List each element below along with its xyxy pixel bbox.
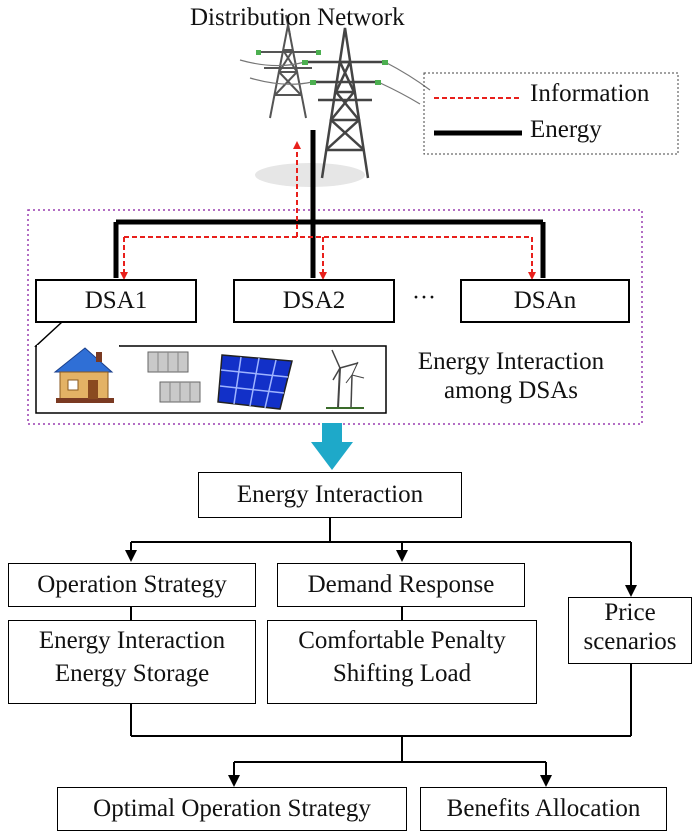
demand-response-line2: Shifting Load [332,659,472,687]
demand-response-detail-box: Comfortable Penalty Shifting Load [267,620,537,704]
page-title: Distribution Network [190,4,405,31]
energy-bus [113,130,546,278]
demand-response-box: Demand Response [277,563,525,607]
dsa-box-n: DSAn [460,279,630,323]
dsa-box-2: DSA2 [233,279,395,323]
information-lines [120,141,536,280]
house-icon [53,347,114,403]
dsa-group-caption: Energy Interaction among DSAs [392,348,630,406]
demand-response-label: Demand Response [307,571,495,598]
legend-box [423,72,679,155]
optimal-operation-strategy-label: Optimal Operation Strategy [93,795,371,822]
battery-icon [147,351,201,403]
benefits-allocation-label: Benefits Allocation [446,795,641,822]
dsa-group-caption-line2: among DSAs [443,376,579,404]
energy-interaction-label: Energy Interaction [236,481,424,508]
dsa-group-caption-line1: Energy Interaction [417,348,605,375]
wind-turbine-icon [326,349,365,409]
dsa-box-1: DSA1 [35,279,197,323]
legend-energy-label: Energy [530,116,602,143]
operation-strategy-detail-box: Energy Interaction Energy Storage [8,620,256,704]
solar-panel-icon [217,354,293,410]
operation-strategy-line2: Energy Storage [54,659,210,687]
operation-strategy-box: Operation Strategy [8,563,256,607]
transition-arrow [311,423,353,470]
legend-information-label: Information [530,80,650,107]
transmission-tower-icon [239,14,431,187]
operation-strategy-line1: Energy Interaction [38,627,226,654]
operation-strategy-label: Operation Strategy [37,571,227,598]
dsa1-callout [34,321,120,347]
dsa-ellipsis: ··· [412,285,436,311]
energy-interaction-box: Energy Interaction [198,472,462,518]
price-scenarios-line2: scenarios [583,627,677,655]
dsa-box-2-label: DSA2 [282,287,346,314]
price-scenarios-box: Price scenarios [568,597,692,664]
flow-connectors [125,518,637,787]
dsa-box-n-label: DSAn [513,287,577,314]
benefits-allocation-box: Benefits Allocation [420,787,667,831]
price-scenarios-line1: Price [604,599,656,626]
optimal-operation-strategy-box: Optimal Operation Strategy [57,787,407,831]
demand-response-line1: Comfortable Penalty [298,627,506,654]
dsa-box-1-label: DSA1 [84,287,148,314]
